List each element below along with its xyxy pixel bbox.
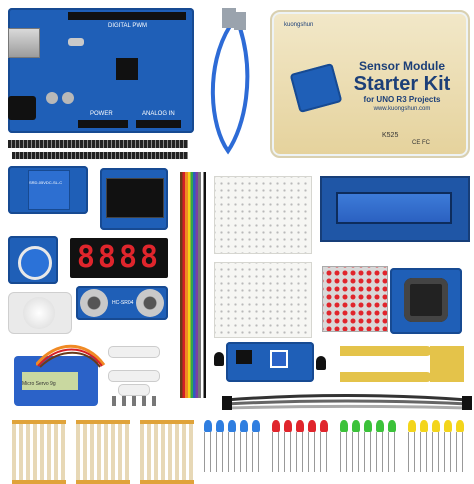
led-red-4 <box>308 420 316 432</box>
relay-label: SRD-05VDC-SL-C <box>29 180 63 185</box>
oled-module <box>100 168 168 230</box>
dc-jack <box>8 96 36 120</box>
ir-led-2 <box>316 356 326 370</box>
usb-b-port <box>8 28 40 58</box>
kit-subtitle: for UNO R3 Projects <box>363 95 441 104</box>
arduino-uno-board: DIGITAL PWM POWER ANALOG IN <box>8 8 194 133</box>
oled-screen <box>106 178 164 218</box>
resistor-strip-3 <box>140 420 194 484</box>
screws <box>112 396 156 406</box>
kit-marks: CE FC <box>412 140 430 146</box>
usb-cable <box>210 8 250 155</box>
power-header <box>78 120 128 128</box>
servo-horn-3 <box>118 384 150 396</box>
sensor-pot <box>270 350 288 368</box>
resistor-strip-1 <box>12 420 66 484</box>
led-blue-4 <box>240 420 248 432</box>
led-matrix <box>322 266 388 332</box>
digital-header <box>68 12 186 20</box>
led-yellow-3 <box>432 420 440 432</box>
joystick-knob <box>404 278 448 322</box>
kit-box: kuongshun Sensor Module Starter Kit for … <box>270 10 470 158</box>
power-label: POWER <box>90 111 113 117</box>
lcd-module <box>320 176 470 242</box>
capacitor-2 <box>62 92 74 104</box>
led-green-2 <box>352 420 360 432</box>
joystick-module <box>390 268 462 334</box>
servo-horn-1 <box>108 346 160 358</box>
pir-dome <box>23 297 55 329</box>
kit-title-line1: Sensor Module <box>358 59 445 73</box>
ultrasonic-eye-left <box>80 289 108 317</box>
seven-segment-display: 8888 <box>70 238 168 278</box>
led-blue-5 <box>252 420 260 432</box>
led-red-3 <box>296 420 304 432</box>
kit-title-line2: Starter Kit <box>353 73 451 95</box>
led-green-5 <box>388 420 396 432</box>
led-yellow-legs <box>408 432 466 472</box>
servo-wires <box>36 344 106 368</box>
led-group-blue <box>204 420 266 476</box>
digital-label: DIGITAL PWM <box>108 23 147 29</box>
pir-sensor <box>8 292 72 334</box>
brand-logo-text: kuongshun <box>284 22 314 28</box>
kit-model: K525 <box>382 132 399 139</box>
led-green-1 <box>340 420 348 432</box>
servo-motor: Micro Servo 9g <box>14 356 98 406</box>
servo-horn-2 <box>108 370 160 382</box>
resistor-strip-2 <box>76 420 130 484</box>
led-green-legs <box>340 432 398 472</box>
pin-header-strip <box>8 140 188 148</box>
led-red-5 <box>320 420 328 432</box>
led-green-4 <box>376 420 384 432</box>
soil-probe-head <box>430 346 464 382</box>
ir-led <box>214 352 224 366</box>
ultrasonic-eye-right <box>136 289 164 317</box>
led-yellow-1 <box>408 420 416 432</box>
relay-module: SRD-05VDC-SL-C <box>8 166 88 214</box>
soil-probe-top <box>340 346 432 356</box>
led-group-yellow <box>408 420 470 476</box>
box-board-illustration <box>289 62 343 114</box>
ultrasonic-sensor: HC-SR04 <box>76 286 168 320</box>
led-blue-1 <box>204 420 212 432</box>
led-yellow-5 <box>456 420 464 432</box>
breadboard-bottom <box>214 262 312 338</box>
ultrasonic-label: HC-SR04 <box>112 300 134 306</box>
led-green-3 <box>364 420 372 432</box>
lcd-screen <box>336 192 452 224</box>
seven-segment-digits: 8888 <box>76 240 162 275</box>
jumper-ribbon <box>180 172 206 398</box>
jumper-wires <box>222 394 472 410</box>
relay-block: SRD-05VDC-SL-C <box>28 170 70 210</box>
led-blue-legs <box>204 432 262 472</box>
led-group-green <box>340 420 402 476</box>
analog-label: ANALOG IN <box>142 111 175 117</box>
led-red-1 <box>272 420 280 432</box>
led-blue-3 <box>228 420 236 432</box>
touch-sensor <box>8 236 58 284</box>
led-red-2 <box>284 420 292 432</box>
servo-label: Micro Servo 9g <box>22 372 78 390</box>
pin-header-strip-2 <box>12 152 188 159</box>
touch-pad <box>18 246 52 280</box>
led-red-legs <box>272 432 330 472</box>
microcontroller-chip <box>116 58 138 80</box>
led-blue-2 <box>216 420 224 432</box>
kit-website: www.kuongshun.com <box>373 106 431 112</box>
sensor-chip <box>236 350 252 364</box>
analog-header <box>136 120 181 128</box>
led-group-red <box>272 420 334 476</box>
led-yellow-4 <box>444 420 452 432</box>
soil-probe-bottom <box>340 372 432 382</box>
capacitor-1 <box>46 92 58 104</box>
breadboard-top <box>214 176 312 254</box>
led-yellow-2 <box>420 420 428 432</box>
sensor-board <box>226 342 314 382</box>
crystal <box>68 38 84 46</box>
